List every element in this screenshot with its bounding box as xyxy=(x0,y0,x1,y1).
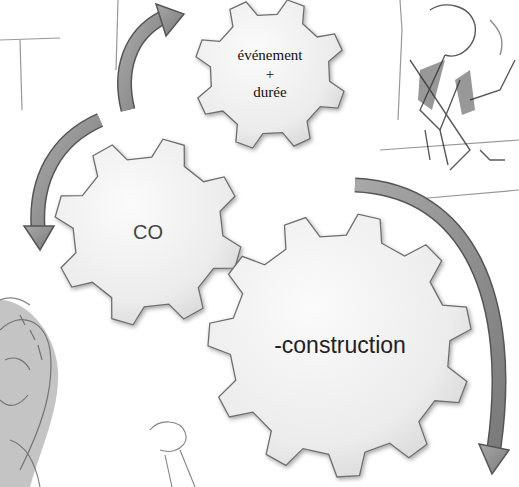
gear-label: CO xyxy=(83,220,213,245)
gear-shape xyxy=(208,214,471,477)
musician-sketch xyxy=(410,5,515,170)
paper-sketch xyxy=(0,0,519,200)
gear-shape xyxy=(196,0,344,148)
musician-shading xyxy=(418,60,475,115)
construction-gear: -construction xyxy=(202,207,478,483)
gear-label: événement + durée xyxy=(228,46,312,102)
gear-label-holder: événement + durée xyxy=(188,0,352,156)
gear-label-holder: -construction xyxy=(202,207,478,483)
event-gear: événement + durée xyxy=(188,0,352,156)
small-sketch xyxy=(150,422,195,487)
gear-label-holder: CO xyxy=(48,132,248,332)
co-gear: CO xyxy=(48,132,248,332)
gear-shape xyxy=(55,139,241,325)
face-shading xyxy=(0,300,58,487)
gear-label: -construction xyxy=(240,331,440,360)
